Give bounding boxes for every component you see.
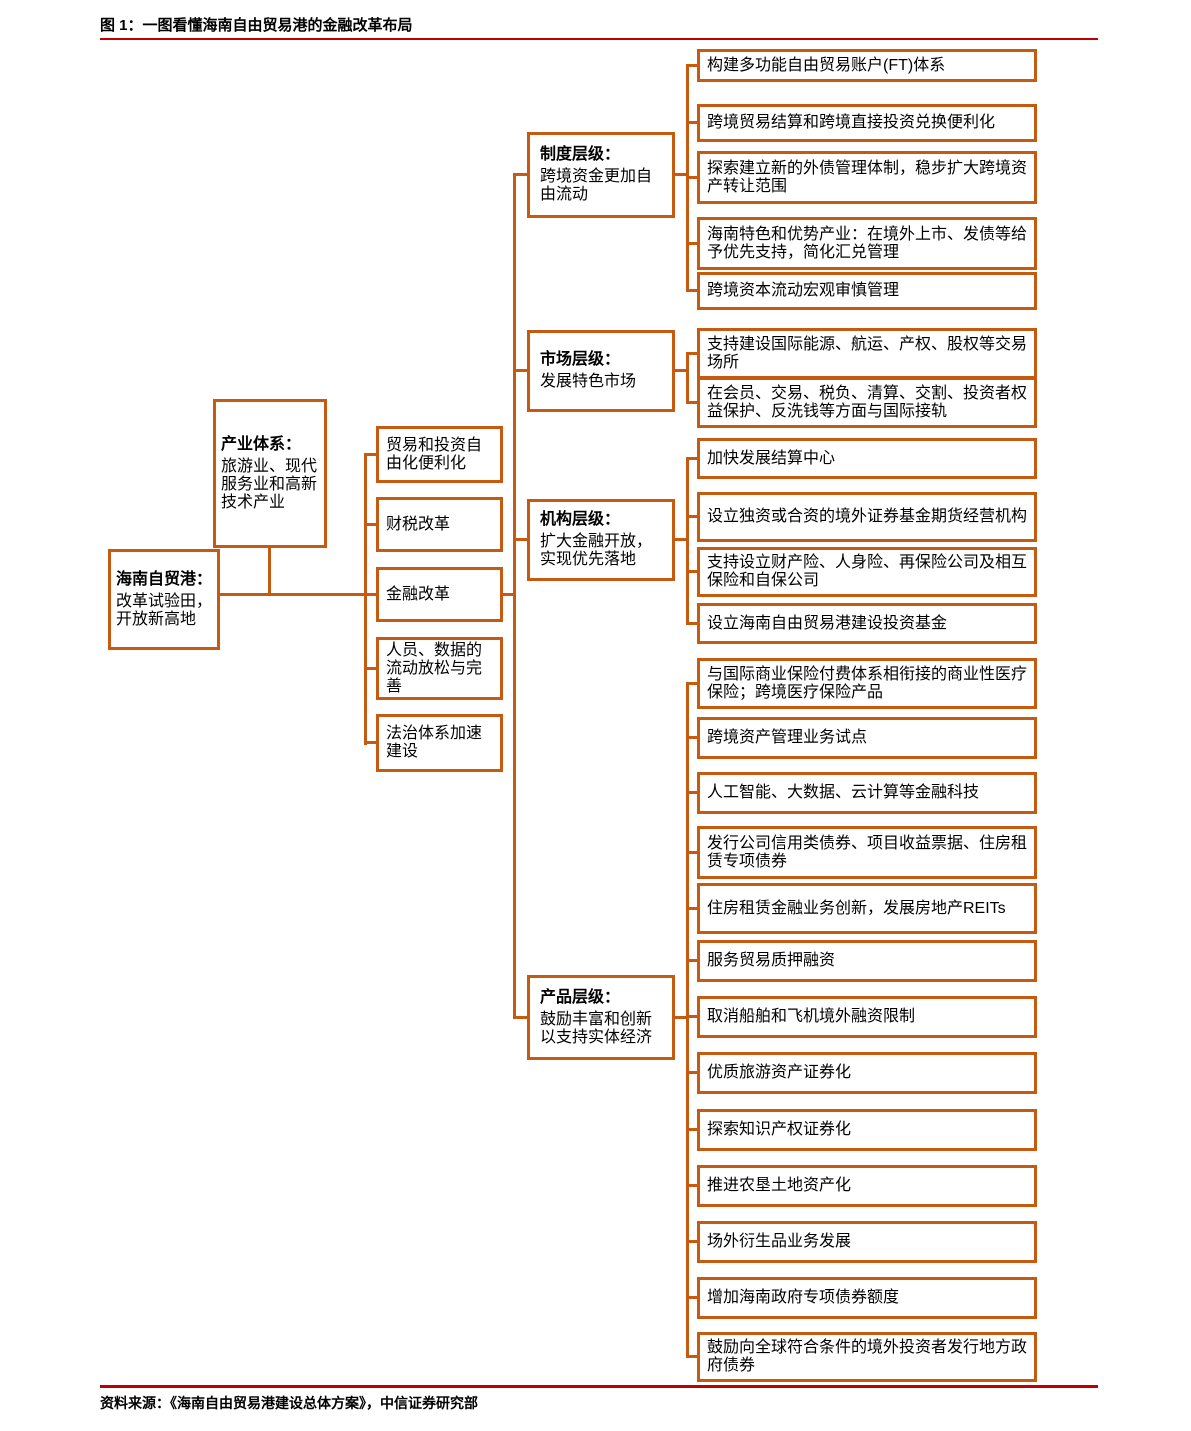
connector-line xyxy=(686,959,697,962)
connector-line xyxy=(686,851,697,854)
figure-title: 图 1：一图看懂海南自由贸易港的金融改革布局 xyxy=(100,17,413,34)
node-level-product-body: 鼓励丰富和创新以支持实体经济 xyxy=(540,1010,653,1046)
node-root-header: 海南自贸港： xyxy=(116,570,213,588)
node-reform-personnel-data: 人员、数据的流动放松与完善 xyxy=(376,637,503,700)
measure-product-9: 推进农垦土地资产化 xyxy=(697,1165,1037,1207)
connector-line xyxy=(503,593,516,596)
connector-line xyxy=(516,369,527,372)
connector-line xyxy=(686,736,697,739)
measure-product-4: 住房租赁金融业务创新，发展房地产REITs xyxy=(697,883,1037,934)
connector-line xyxy=(686,570,697,573)
connector-line xyxy=(686,682,689,1358)
connector-line xyxy=(686,1296,697,1299)
node-level-market: 市场层级： 发展特色市场 xyxy=(527,330,675,412)
connector-line xyxy=(364,741,376,744)
node-level-institution-header: 制度层级： xyxy=(540,146,621,163)
connector-line xyxy=(686,1355,697,1358)
node-reform-legal: 法治体系加速建设 xyxy=(376,714,503,772)
connector-line xyxy=(516,1016,527,1019)
node-reform-trade: 贸易和投资自由化便利化 xyxy=(376,426,503,483)
node-level-organization-header: 机构层级： xyxy=(540,511,621,528)
measure-institution-4: 跨境资本流动宏观审慎管理 xyxy=(697,272,1037,310)
measure-product-7: 优质旅游资产证券化 xyxy=(697,1052,1037,1094)
connector-line xyxy=(686,352,689,404)
connector-line xyxy=(686,352,697,355)
measure-product-6: 取消船舶和飞机境外融资限制 xyxy=(697,996,1037,1038)
measure-product-5: 服务贸易质押融资 xyxy=(697,940,1037,982)
connector-line xyxy=(686,64,697,67)
connector-line xyxy=(675,173,688,176)
node-level-institution-body: 跨境资金更加自由流动 xyxy=(540,168,653,203)
connector-line xyxy=(675,1016,688,1019)
measure-institution-0: 构建多功能自由贸易账户(FT)体系 xyxy=(697,49,1037,82)
measure-product-11: 增加海南政府专项债券额度 xyxy=(697,1277,1037,1319)
connector-line xyxy=(364,523,376,526)
measure-product-0: 与国际商业保险付费体系相衔接的商业性医疗保险；跨境医疗保险产品 xyxy=(697,658,1037,709)
node-level-organization: 机构层级： 扩大金融开放，实现优先落地 xyxy=(527,499,675,581)
measure-organization-2: 支持设立财产险、人身险、再保险公司及相互保险和自保公司 xyxy=(697,547,1037,597)
node-level-institution: 制度层级： 跨境资金更加自由流动 xyxy=(527,132,675,218)
connector-line xyxy=(220,593,376,596)
connector-line xyxy=(686,622,697,625)
measure-product-8: 探索知识产权证券化 xyxy=(697,1109,1037,1151)
connector-line xyxy=(686,1184,697,1187)
node-industry-body: 旅游业、现代服务业和高新技术产业 xyxy=(221,457,318,511)
measure-institution-2: 探索建立新的外债管理体制，稳步扩大跨境资产转让范围 xyxy=(697,151,1037,204)
connector-line xyxy=(686,289,697,292)
connector-line xyxy=(686,457,697,460)
measure-organization-1: 设立独资或合资的境外证券基金期货经营机构 xyxy=(697,492,1037,542)
connector-line xyxy=(686,242,697,245)
node-root-body: 改革试验田，开放新高地 xyxy=(116,592,213,628)
connector-line xyxy=(516,538,527,541)
measure-product-1: 跨境资产管理业务试点 xyxy=(697,717,1037,759)
node-root: 海南自贸港： 改革试验田，开放新高地 xyxy=(108,549,220,650)
node-industry-system: 产业体系： 旅游业、现代服务业和高新技术产业 xyxy=(213,399,327,548)
title-rule xyxy=(100,38,1098,40)
connector-line xyxy=(686,1071,697,1074)
connector-line xyxy=(364,667,376,670)
source-rule xyxy=(100,1385,1098,1388)
connector-line xyxy=(686,1128,697,1131)
connector-line xyxy=(686,121,697,124)
connector-line xyxy=(675,369,688,372)
measure-institution-1: 跨境贸易结算和跨境直接投资兑换便利化 xyxy=(697,104,1037,142)
connector-line xyxy=(686,1015,697,1018)
measure-product-3: 发行公司信用类债券、项目收益票据、住房租赁专项债券 xyxy=(697,826,1037,879)
measure-institution-3: 海南特色和优势产业：在境外上市、发债等给予优先支持，简化汇兑管理 xyxy=(697,217,1037,270)
node-reform-finance: 金融改革 xyxy=(376,567,503,622)
measure-product-12: 鼓励向全球符合条件的境外投资者发行地方政府债券 xyxy=(697,1332,1037,1382)
connector-line xyxy=(686,907,697,910)
node-level-organization-body: 扩大金融开放，实现优先落地 xyxy=(540,533,653,568)
measure-product-10: 场外衍生品业务发展 xyxy=(697,1221,1037,1263)
connector-line xyxy=(686,1240,697,1243)
node-industry-header: 产业体系： xyxy=(221,435,302,453)
node-level-product: 产品层级： 鼓励丰富和创新以支持实体经济 xyxy=(527,975,675,1060)
measure-product-2: 人工智能、大数据、云计算等金融科技 xyxy=(697,772,1037,814)
connector-line xyxy=(675,538,688,541)
connector-line xyxy=(364,453,367,745)
measure-market-0: 支持建设国际能源、航运、产权、股权等交易场所 xyxy=(697,328,1037,379)
node-level-product-header: 产品层级： xyxy=(540,988,621,1006)
connector-line xyxy=(513,173,516,1019)
node-level-market-header: 市场层级： xyxy=(540,351,621,368)
connector-line xyxy=(686,401,697,404)
connector-line xyxy=(686,515,697,518)
connector-line xyxy=(686,682,697,685)
measure-market-1: 在会员、交易、税负、清算、交割、投资者权益保护、反洗钱等方面与国际接轨 xyxy=(697,377,1037,428)
source-note: 资料来源：《海南自由贸易港建设总体方案》，中信证券研究部 xyxy=(100,1395,478,1411)
measure-organization-0: 加快发展结算中心 xyxy=(697,438,1037,479)
connector-line xyxy=(516,173,527,176)
node-reform-fiscal: 财税改革 xyxy=(376,497,503,552)
connector-line xyxy=(686,791,697,794)
connector-line xyxy=(686,176,697,179)
node-level-market-body: 发展特色市场 xyxy=(540,373,637,390)
connector-line xyxy=(686,457,689,625)
measure-organization-3: 设立海南自由贸易港建设投资基金 xyxy=(697,603,1037,644)
connector-line xyxy=(268,548,271,596)
connector-line xyxy=(364,453,376,456)
